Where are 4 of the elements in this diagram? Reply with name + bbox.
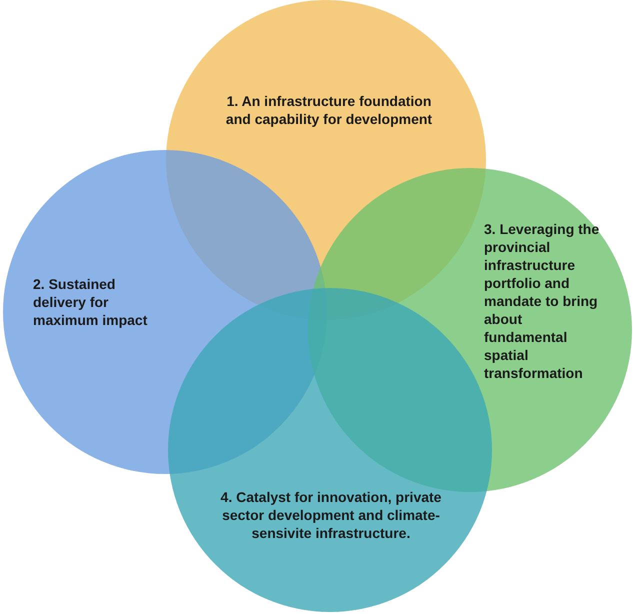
circle-label: 1. An infrastructure foundation and capability for development [224, 92, 434, 128]
circle-label: 4. Catalyst for innovation, private sector development and climate-sensivite infrastructure. [220, 488, 442, 542]
circle-label: 3. Leveraging the provincial infrastructure portfolio and mandate to bring about fundamental spatial transformation [484, 220, 600, 382]
circle-label: 2. Sustained delivery for maximum impact [33, 275, 148, 329]
